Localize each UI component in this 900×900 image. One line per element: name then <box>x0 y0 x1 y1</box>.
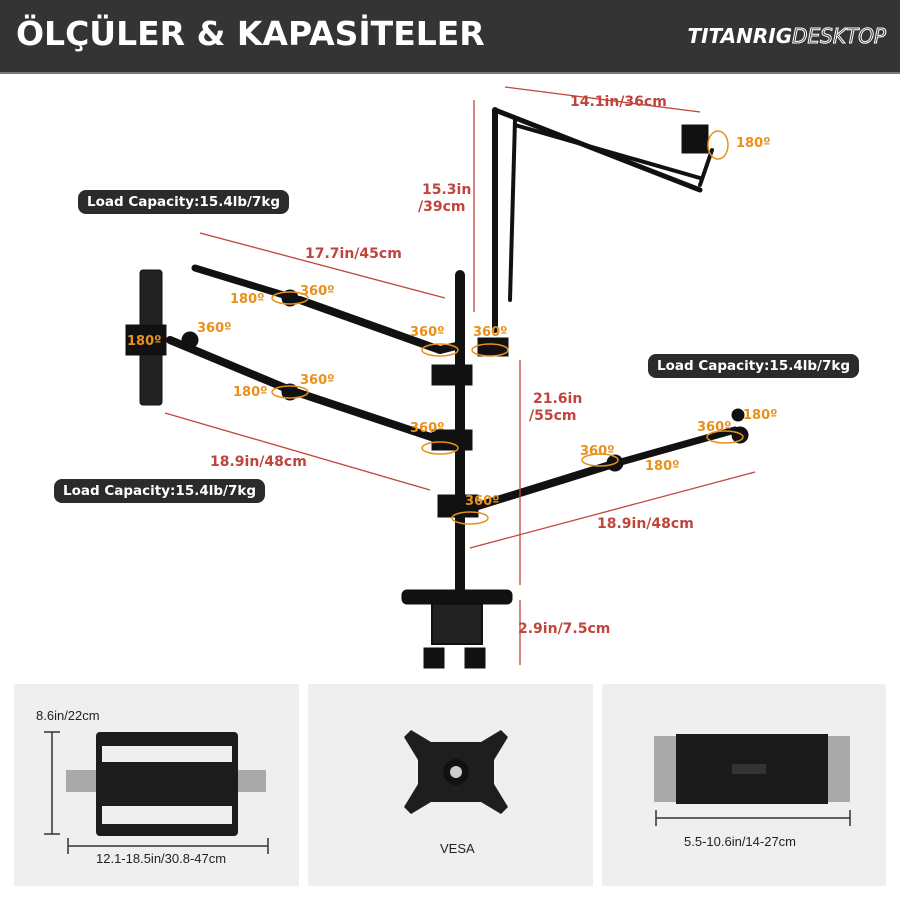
upper-arm-label: 17.7in/45cm <box>305 246 402 262</box>
rotation-label: 360º <box>300 284 335 299</box>
rotation-label: 360º <box>580 444 615 459</box>
rotation-label: 180º <box>233 385 268 400</box>
rotation-label: 180º <box>230 292 265 307</box>
brand-logo: TITANRIGDESKTOP <box>687 24 887 49</box>
stand-illustration <box>125 86 756 669</box>
rotation-label: 360º <box>465 494 500 509</box>
laptop-tray-image <box>44 731 269 854</box>
rotation-label: 180º <box>736 136 771 151</box>
rotation-label: 360º <box>697 420 732 435</box>
header-bar: ÖLÇÜLER & KAPASİTELER TITANRIGDESKTOP <box>0 0 900 74</box>
vesa-panel: VESA <box>308 684 593 886</box>
laptop-tray-panel: 8.6in/22cm 12.1-18.5in/30.8-47cm <box>14 684 299 886</box>
boom-length-label: 14.1in/36cm <box>570 94 667 110</box>
pole-height-label-b: /55cm <box>529 408 577 424</box>
brand-sub: DESKTOP <box>792 24 887 49</box>
rotation-label: 180º <box>645 459 680 474</box>
rotation-label: 360º <box>300 373 335 388</box>
tray-height-label: 8.6in/22cm <box>36 708 100 723</box>
boom-height-label-a: 15.3in <box>422 182 472 198</box>
vesa-label: VESA <box>440 841 475 856</box>
rotation-label: 360º <box>197 321 232 336</box>
vesa-plate-image <box>404 730 508 814</box>
right-arm-label: 18.9in/48cm <box>597 516 694 532</box>
tablet-holder-image <box>654 734 851 826</box>
load-capacity-badge: Load Capacity:15.4lb/7kg <box>648 354 859 378</box>
rotation-label: 180º <box>743 408 778 423</box>
load-capacity-badge: Load Capacity:15.4lb/7kg <box>78 190 289 214</box>
tablet-width-label: 5.5-10.6in/14-27cm <box>684 834 797 849</box>
lower-arm-label: 18.9in/48cm <box>210 454 307 470</box>
clamp-label: 2.9in/7.5cm <box>518 621 611 637</box>
tray-width-label: 12.1-18.5in/30.8-47cm <box>96 851 227 866</box>
rotation-label: 180º <box>127 334 162 349</box>
boom-height-label-b: /39cm <box>418 199 466 215</box>
rotation-label: 360º <box>410 421 445 436</box>
rotation-label: 360º <box>410 325 445 340</box>
load-capacity-badge: Load Capacity:15.4lb/7kg <box>54 479 265 503</box>
pole-height-label-a: 21.6in <box>533 391 583 407</box>
tablet-holder-panel: 5.5-10.6in/14-27cm <box>602 684 886 886</box>
page-title: ÖLÇÜLER & KAPASİTELER <box>16 14 485 53</box>
rotation-label: 360º <box>473 325 508 340</box>
brand-name: TITANRIG <box>687 24 793 48</box>
